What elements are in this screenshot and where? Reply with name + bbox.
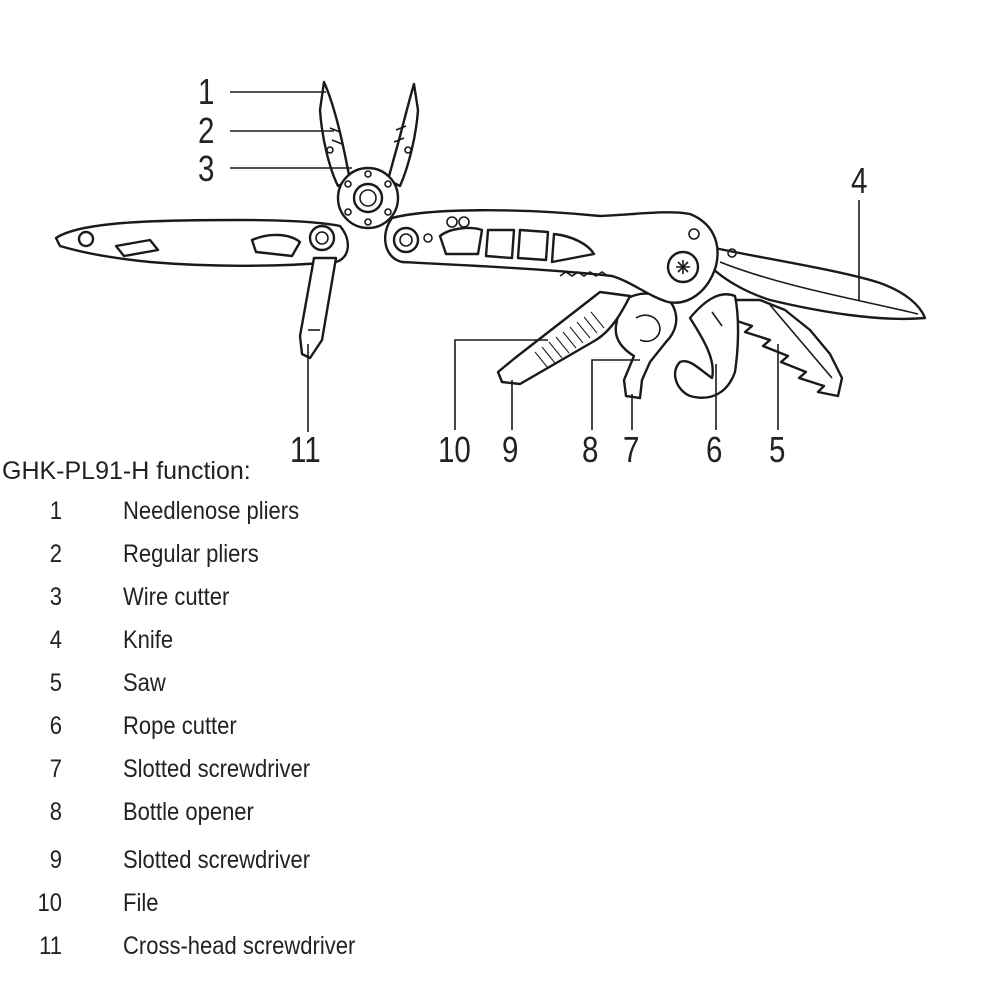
legend-label: Cross-head screwdriver [123,932,356,960]
legend-label: Slotted screwdriver [123,755,311,783]
legend-number: 2 [49,540,62,568]
left-handle [54,218,349,267]
legend-item: 1 Needlenose pliers [0,496,600,526]
legend-item: 9 Slotted screwdriver [0,845,600,875]
callout-11: 11 [290,429,321,470]
crosshead-screwdriver [298,256,338,360]
file-tool [496,290,632,386]
legend-item: 4 Knife [0,625,600,655]
legend-number: 3 [49,583,62,611]
legend-number: 5 [49,669,62,697]
legend-number: 9 [49,846,62,874]
legend-number: 8 [49,798,62,826]
bottle-opener [614,292,678,400]
saw-blade [720,298,844,398]
legend-item: 3 Wire cutter [0,582,600,612]
legend-number: 11 [39,932,62,960]
legend-number: 1 [49,497,62,525]
callout-4: 4 [851,160,868,201]
legend-label: Bottle opener [123,798,254,826]
right-handle [383,209,719,304]
legend-label: Knife [123,626,174,654]
multitool-diagram: 1 2 3 4 5 6 7 8 9 10 11 [0,0,986,470]
legend-item: 2 Regular pliers [0,539,600,569]
legend-label: Saw [123,669,166,697]
leader-lines [230,91,860,432]
legend-item: 5 Saw [0,668,600,698]
multitool-illustration [54,80,927,432]
legend-item: 6 Rope cutter [0,711,600,741]
legend-item: 10 File [0,888,600,918]
callout-8: 8 [582,429,599,470]
callout-1: 1 [198,71,215,112]
callout-5: 5 [769,429,786,470]
legend-number: 6 [49,712,62,740]
legend-label: Rope cutter [123,712,237,740]
legend-label: Wire cutter [123,583,230,611]
legend-item: 11 Cross-head screwdriver [0,931,600,961]
callout-9: 9 [502,429,519,470]
knife-blade [703,244,927,321]
legend-label: Needlenose pliers [123,497,300,525]
callout-7: 7 [623,429,640,470]
legend-number: 7 [49,755,62,783]
rope-cutter [673,293,740,399]
legend-item: 8 Bottle opener [0,797,600,827]
legend-number: 10 [37,889,62,917]
legend-title: GHK-PL91-H function: [2,457,251,485]
callout-10: 10 [438,429,471,470]
callout-3: 3 [198,148,215,189]
legend-number: 4 [49,626,62,654]
legend-label: Regular pliers [123,540,259,568]
legend-item: 7 Slotted screwdriver [0,754,600,784]
pliers-jaws [318,80,420,230]
callout-6: 6 [706,429,723,470]
legend-label: File [123,889,159,917]
callout-2: 2 [198,110,215,151]
legend-label: Slotted screwdriver [123,846,311,874]
